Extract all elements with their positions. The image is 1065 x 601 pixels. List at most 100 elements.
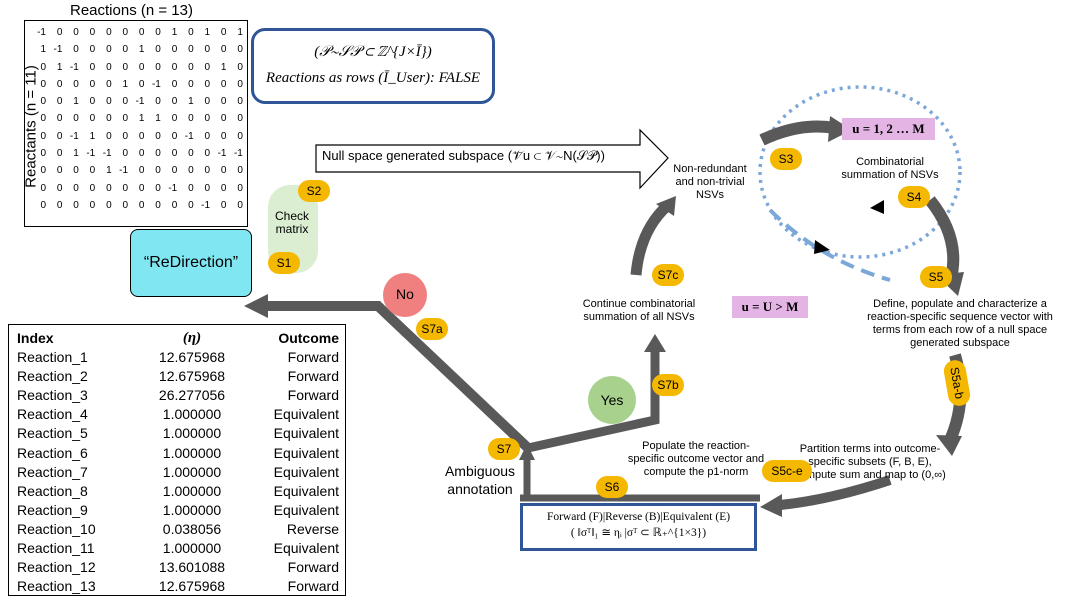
continue-label: Continue combinatorial summation of all … — [582, 298, 696, 323]
redirection-box: “ReDirection” — [130, 229, 252, 297]
matrix-cell: 0 — [138, 148, 145, 160]
matrix-cell: 0 — [155, 165, 161, 177]
matrix-cell: 0 — [56, 27, 63, 38]
matrix-cell: 0 — [171, 130, 178, 142]
matrix-cell: 1 — [220, 61, 227, 73]
table-header: Index (η) Outcome — [17, 329, 339, 348]
matrix-cell: -1 — [151, 78, 161, 90]
matrix-cell: 1 — [106, 165, 112, 177]
outcome-value: Reverse — [286, 520, 339, 537]
reaction-index: Reaction_3 — [17, 387, 88, 404]
eta-value: 12.675968 — [158, 368, 226, 385]
matrix-cell: 0 — [106, 44, 112, 56]
matrix-cell: 0 — [106, 199, 112, 211]
outcome-vector-box: Forward (F)|Reverse (B)|Equivalent (E) (… — [520, 503, 757, 551]
matrix-cell: 0 — [188, 113, 194, 125]
outcome-value: Equivalent — [273, 425, 339, 442]
outcome-value: Equivalent — [273, 501, 339, 518]
matrix-cell: -1 — [53, 44, 63, 56]
reaction-index: Reaction_7 — [17, 463, 88, 480]
reaction-index: Reaction_8 — [17, 482, 88, 499]
matrix-cell: -1 — [184, 130, 194, 142]
matrix-cell: 0 — [56, 130, 63, 142]
ambiguous-annotation-label: Ambiguous annotation — [444, 463, 516, 497]
matrix-cell: 0 — [122, 27, 129, 38]
no-circle — [383, 273, 427, 317]
matrix-cell: 0 — [73, 165, 79, 177]
matrix-cell: -1 — [168, 182, 178, 194]
matrix-cell: 0 — [220, 130, 227, 142]
outcome-line-1: Forward (F)|Reverse (B)|Equivalent (E) — [546, 511, 731, 523]
matrix-cell: 0 — [106, 27, 112, 38]
matrix-cell: 0 — [237, 199, 243, 211]
matrix-cell: 0 — [89, 78, 96, 90]
matrix-cell: 0 — [138, 130, 145, 142]
eta-value: 12.675968 — [158, 349, 226, 366]
matrix-cell: 0 — [188, 44, 194, 56]
matrix-cell: 0 — [155, 148, 161, 160]
matrix-cell: -1 — [69, 61, 79, 73]
matrix-cell: 0 — [56, 182, 63, 194]
matrix-cell: 0 — [89, 44, 96, 56]
matrix-cell: 0 — [40, 182, 46, 194]
matrix-cell: 0 — [188, 165, 194, 177]
eta-value: 1.000000 — [162, 425, 222, 442]
matrix-cell: 0 — [89, 182, 96, 194]
matrix-cell: 0 — [138, 199, 145, 211]
matrix-cell: 0 — [89, 165, 96, 177]
matrix-cell: 0 — [40, 148, 46, 160]
nsv-label: Non-redundant and non-trivial NSVs — [673, 163, 747, 201]
step-badge-s4: S4 — [898, 186, 930, 208]
matrix-cell: 0 — [204, 148, 211, 160]
outcome-value: Forward — [287, 368, 339, 385]
outcome-value: Equivalent — [273, 463, 339, 480]
matrix-cell: 0 — [155, 130, 161, 142]
matrix-cell: 1 — [171, 27, 178, 38]
matrix-cell: 0 — [138, 182, 145, 194]
reaction-index: Reaction_10 — [17, 520, 96, 537]
eta-value: 1.000000 — [162, 540, 222, 557]
eta-value: 0.038056 — [162, 520, 222, 537]
matrix-cell: 0 — [220, 165, 227, 177]
reaction-index: Reaction_9 — [17, 501, 88, 518]
matrix-cell: 0 — [122, 96, 129, 108]
matrix-cell: 0 — [56, 78, 63, 90]
outcome-value: Forward — [287, 349, 339, 366]
step-badge-s2: S2 — [298, 180, 330, 202]
matrix-cell: 0 — [106, 113, 112, 125]
matrix-cell: 0 — [73, 78, 79, 90]
matrix-cell: 0 — [40, 61, 46, 73]
reaction-index: Reaction_6 — [17, 444, 88, 461]
matrix-cell: 0 — [155, 44, 161, 56]
matrix-cell: 0 — [122, 148, 129, 160]
matrix-cell: 0 — [138, 61, 145, 73]
matrix-cell: 0 — [220, 113, 227, 125]
matrix-cell: -1 — [201, 199, 211, 211]
matrix-cell: 0 — [122, 130, 129, 142]
dashed-link — [768, 208, 891, 282]
eta-value: 1.000000 — [162, 406, 222, 423]
outcome-line-2: ( ‖σᵀ‖₁ ≅ ηᵢ |σᵀ ⊂ ℝ₊^{1×3}) — [570, 527, 707, 539]
matrix-cell: 0 — [188, 78, 194, 90]
eta-value: 26.277056 — [158, 387, 226, 404]
matrix-cell: 0 — [220, 199, 227, 211]
matrix-cell: 0 — [188, 61, 194, 73]
populate-label: Populate the reaction-specific outcome v… — [627, 440, 765, 478]
matrix-cell: 1 — [73, 96, 79, 108]
matrix-cell: 0 — [106, 78, 112, 90]
step-badge-s5: S5 — [920, 266, 952, 288]
matrix-cell: 0 — [106, 96, 112, 108]
matrix-cell: 0 — [204, 61, 211, 73]
matrix-cell: 0 — [56, 165, 63, 177]
matrix-cell: 0 — [155, 61, 161, 73]
matrix-cell: 0 — [204, 130, 211, 142]
matrix-cell: 0 — [204, 165, 211, 177]
